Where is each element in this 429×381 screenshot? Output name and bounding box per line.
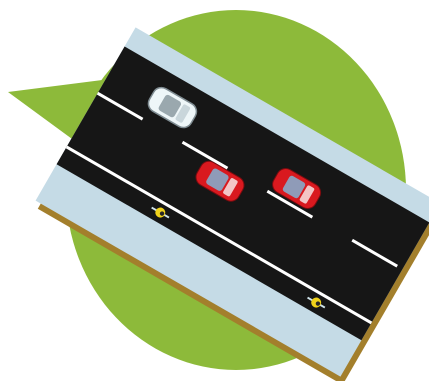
road-illustration: [0, 0, 429, 381]
